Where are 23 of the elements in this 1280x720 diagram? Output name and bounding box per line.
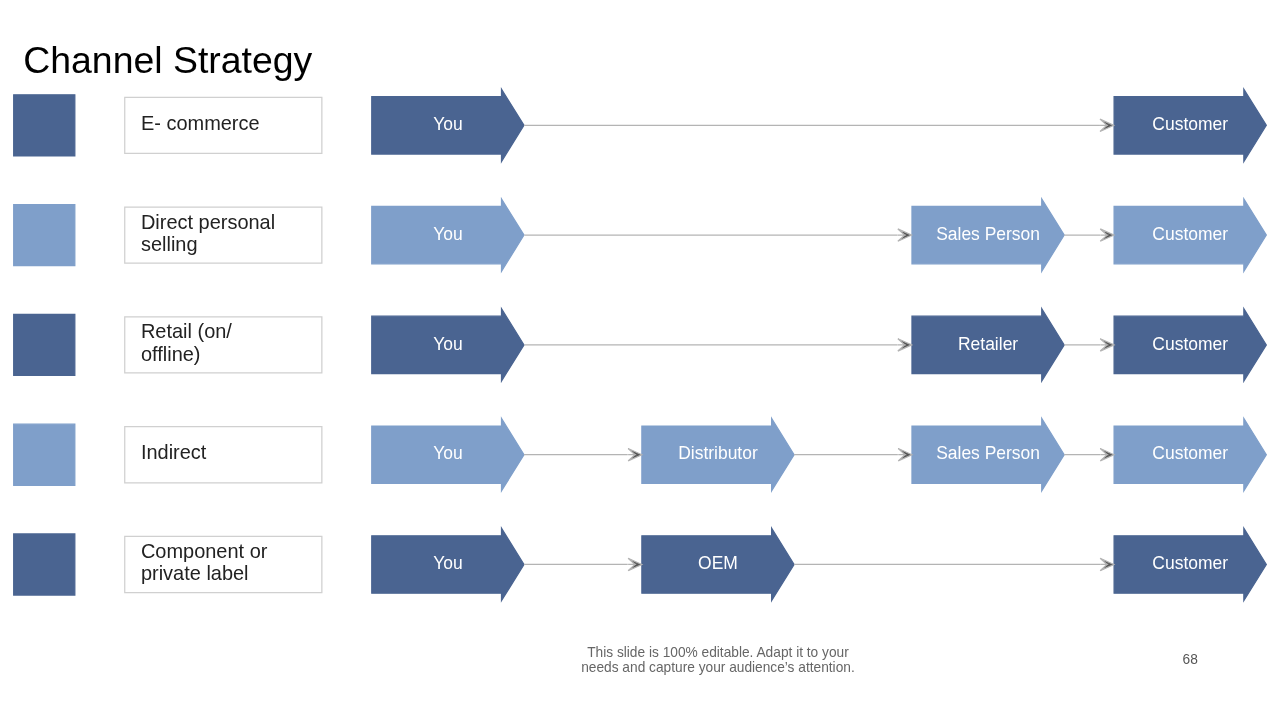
arrow xyxy=(793,447,913,461)
arrow xyxy=(1063,337,1115,352)
node-box: Indirect xyxy=(124,425,323,483)
node-box: Retail (on/ offline) xyxy=(124,315,323,374)
arrow xyxy=(523,118,1115,132)
arrow xyxy=(523,557,643,571)
arrow xyxy=(523,337,913,352)
arrow xyxy=(523,227,913,242)
node-box xyxy=(13,532,76,596)
node-box: Direct personal selling xyxy=(124,205,323,264)
arrow xyxy=(1063,447,1115,461)
arrow xyxy=(523,447,643,461)
label: 68 xyxy=(1182,651,1198,667)
node-box: E- commerce xyxy=(124,96,323,154)
node-box xyxy=(13,203,76,266)
diagram-title: Channel Strategy xyxy=(23,38,313,81)
arrow xyxy=(793,557,1115,571)
node-box xyxy=(13,423,76,486)
node-box xyxy=(13,313,76,376)
node-box xyxy=(13,93,76,156)
arrow xyxy=(1063,227,1115,242)
node-box: Component or private label xyxy=(124,535,323,593)
label: This slide is 100% editable. Adapt it to your needs and capture your audience’s attention. xyxy=(581,644,855,675)
